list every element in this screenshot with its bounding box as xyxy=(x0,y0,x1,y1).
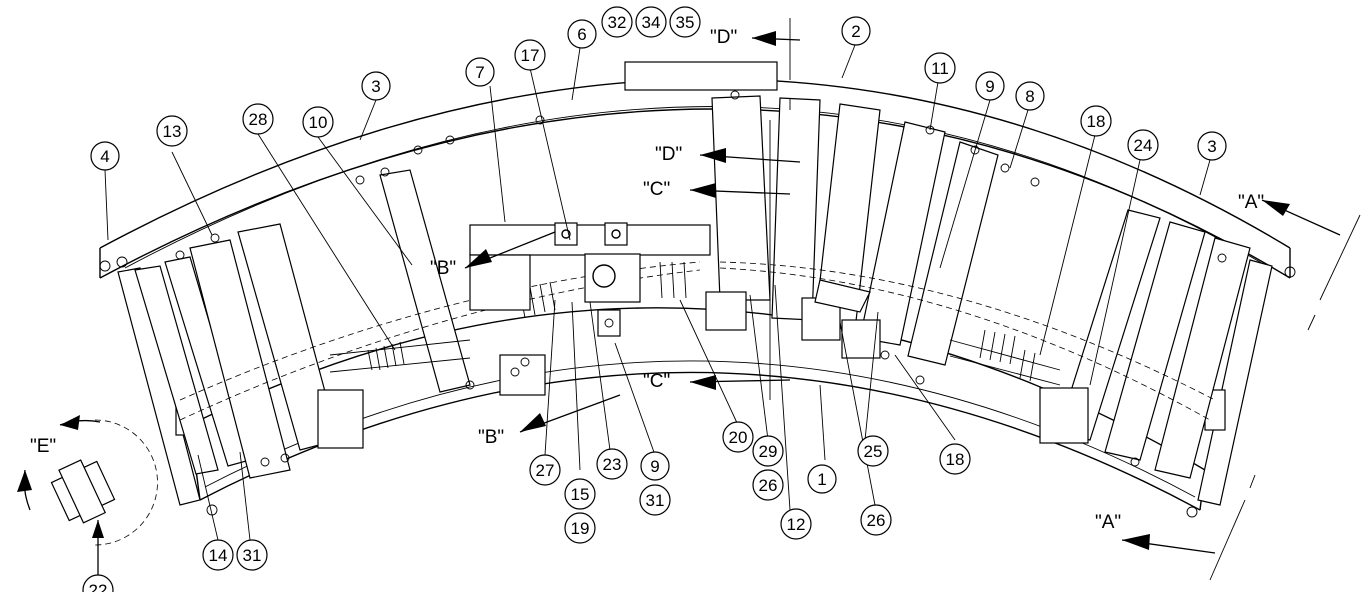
callout-22: 23 xyxy=(596,448,628,480)
callout-26: 27 xyxy=(529,454,561,486)
callout-34: 34 xyxy=(635,6,667,38)
svg-text:2: 2 xyxy=(851,22,860,41)
view-e-rotation-symbol xyxy=(17,415,158,580)
svg-text:26: 26 xyxy=(759,476,778,495)
callout-20: 20 xyxy=(722,421,754,453)
clevis xyxy=(584,253,641,303)
callout-18: 18 xyxy=(939,443,971,475)
svg-text:31: 31 xyxy=(243,546,262,565)
svg-text:32: 32 xyxy=(608,13,627,32)
callout-10: 10 xyxy=(302,106,334,138)
section-labels: "A" "A" "B" "B" "C" "C" "D" "D" "E" xyxy=(30,27,1264,533)
svg-text:34: 34 xyxy=(642,13,661,32)
callout-14: 14 xyxy=(202,539,234,571)
callout-8: 9 xyxy=(640,451,670,481)
svg-text:19: 19 xyxy=(571,519,590,538)
callout-24: 25 xyxy=(857,435,889,467)
svg-text:10: 10 xyxy=(309,113,328,132)
section-label-c-top: "C" xyxy=(643,179,670,200)
svg-text:26: 26 xyxy=(867,511,886,530)
frame-splice-plate xyxy=(624,61,778,91)
callout-7: 7 xyxy=(465,57,495,87)
svg-text:29: 29 xyxy=(759,442,778,461)
spring-left xyxy=(367,341,405,371)
callout-12: 13 xyxy=(156,115,188,147)
drive-bracket xyxy=(469,224,711,256)
svg-text:1: 1 xyxy=(817,470,826,489)
callout-32: 32 xyxy=(601,6,633,38)
callout-29: 28 xyxy=(242,103,274,135)
callout-27: 26 xyxy=(752,469,784,501)
svg-text:28: 28 xyxy=(249,110,268,129)
callout-3-right: 3 xyxy=(1197,131,1227,161)
callout-23: 24 xyxy=(1127,129,1159,161)
section-label-b-top: "B" xyxy=(430,258,456,279)
svg-text:23: 23 xyxy=(603,455,622,474)
callout-21: 22 xyxy=(82,574,114,592)
section-label-e: "E" xyxy=(30,436,56,457)
section-label-c-bottom: "C" xyxy=(643,371,670,392)
svg-text:27: 27 xyxy=(536,461,555,480)
svg-text:35: 35 xyxy=(676,13,695,32)
svg-text:7: 7 xyxy=(475,63,484,82)
svg-text:9: 9 xyxy=(985,77,994,96)
spring-right xyxy=(979,329,1036,382)
svg-text:9: 9 xyxy=(650,457,659,476)
svg-text:6: 6 xyxy=(577,25,586,44)
tapered-rollers xyxy=(134,95,1251,479)
callout-13: 12 xyxy=(780,508,812,540)
svg-text:25: 25 xyxy=(864,442,883,461)
svg-text:18: 18 xyxy=(946,450,965,469)
svg-text:22: 22 xyxy=(89,581,108,592)
svg-text:3: 3 xyxy=(1207,137,1216,156)
callout-17: 17 xyxy=(514,39,546,71)
svg-text:13: 13 xyxy=(163,122,182,141)
section-cuts xyxy=(464,18,1361,581)
svg-text:12: 12 xyxy=(787,515,806,534)
svg-text:3: 3 xyxy=(371,77,380,96)
callout-35: 35 xyxy=(669,6,701,38)
svg-text:14: 14 xyxy=(209,546,228,565)
svg-text:11: 11 xyxy=(931,59,949,78)
callout-28: 29 xyxy=(752,435,784,467)
svg-text:31: 31 xyxy=(646,491,665,510)
svg-text:24: 24 xyxy=(1134,136,1153,155)
callout-1: 1 xyxy=(807,464,837,494)
section-label-d-top: "D" xyxy=(710,27,737,48)
callout-bubbles: 3 4 13 28 10 7 17 6 32 34 35 2 11 9 8 18… xyxy=(82,6,1227,592)
callout-31: 31 xyxy=(639,484,671,516)
section-label-b-bottom: "B" xyxy=(478,427,504,448)
section-label-a-top: "A" xyxy=(1238,192,1264,213)
callout-4: 4 xyxy=(90,141,120,171)
svg-text:15: 15 xyxy=(571,485,590,504)
callout-19: 18 xyxy=(1080,105,1112,137)
callout-11: 11 xyxy=(924,52,956,84)
callout-3-left: 3 xyxy=(361,71,391,101)
callout-30: 31 xyxy=(236,539,268,571)
section-label-d-middle: "D" xyxy=(655,144,682,165)
svg-text:4: 4 xyxy=(100,147,109,166)
callout-16: 19 xyxy=(564,512,596,544)
callout-6: 8 xyxy=(1015,81,1045,111)
svg-text:18: 18 xyxy=(1087,112,1106,131)
callout-15: 15 xyxy=(564,478,596,510)
callout-2: 2 xyxy=(841,16,871,46)
svg-text:8: 8 xyxy=(1025,87,1034,106)
svg-text:17: 17 xyxy=(521,46,540,65)
shaft-assembly xyxy=(179,222,1216,421)
section-label-a-bottom: "A" xyxy=(1095,512,1121,533)
callout-9: 9 xyxy=(975,71,1005,101)
callout-5: 6 xyxy=(567,19,597,49)
svg-text:20: 20 xyxy=(729,428,748,447)
slide-block xyxy=(814,279,871,313)
callout-25: 26 xyxy=(860,504,892,536)
leader-lines xyxy=(104,44,1211,541)
